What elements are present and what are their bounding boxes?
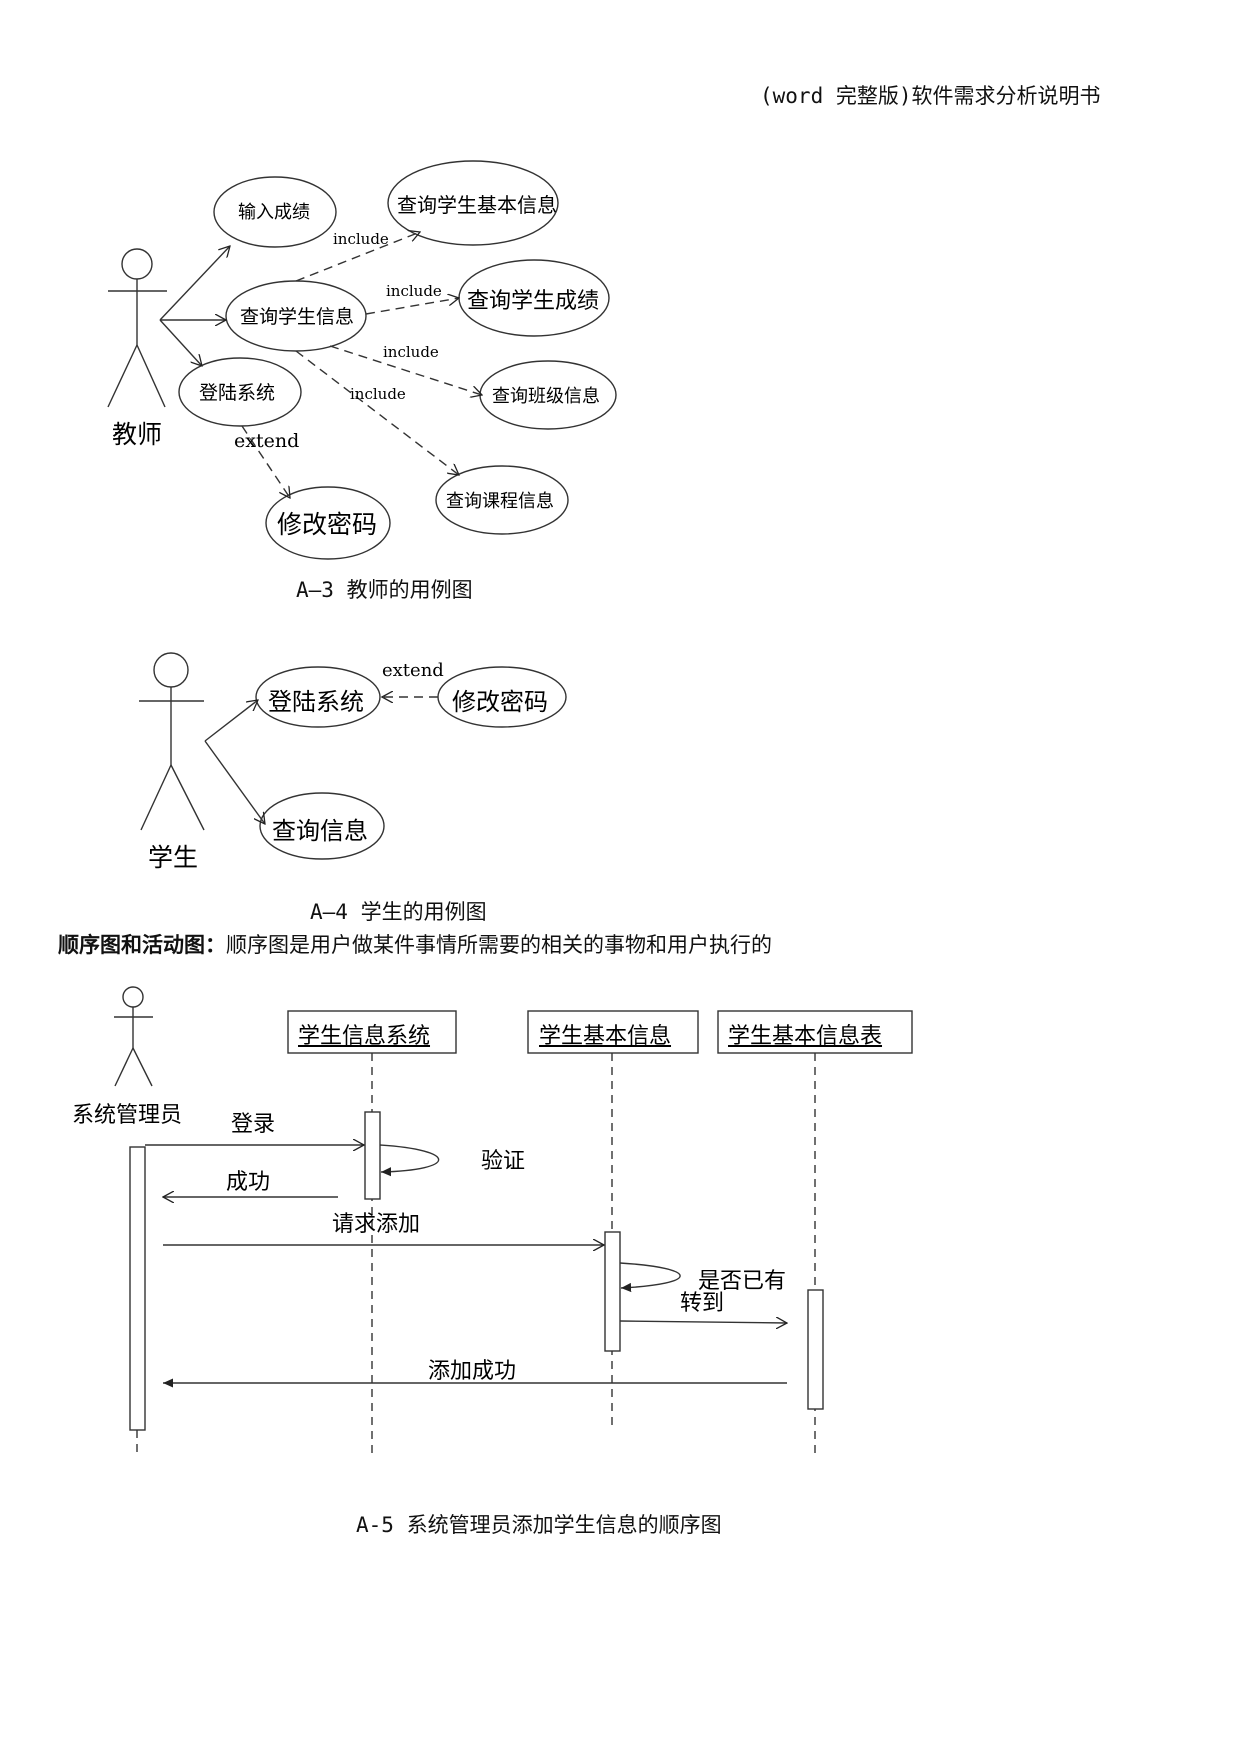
body-paragraph: 顺序图和活动图：顺序图是用户做某件事情所需要的相关的事物和用户执行的: [58, 929, 772, 959]
uc-login: [178, 357, 302, 427]
label-input-scores: 输入成绩: [238, 202, 310, 223]
activation-basic-info: [604, 1231, 621, 1352]
msg-goto-label: 转到: [680, 1291, 725, 1316]
label4-login: 登陆系统: [268, 688, 364, 716]
admin-actor-figure: [114, 986, 153, 1087]
label-change-password: 修改密码: [277, 510, 378, 539]
teacher-actor-label: 教师: [112, 420, 163, 449]
label4-change-password: 修改密码: [452, 688, 548, 716]
uc-input-scores: [213, 176, 337, 248]
uc4-login: [255, 666, 381, 728]
label-login: 登陆系统: [199, 382, 276, 404]
uc4-query-info: [259, 792, 385, 860]
obj-basic-info-box: [527, 1010, 699, 1054]
paragraph-text: 顺序图是用户做某件事情所需要的相关的事物和用户执行的: [226, 933, 772, 957]
activation-admin: [129, 1146, 146, 1431]
caption-a5: A-5 系统管理员添加学生信息的顺序图: [356, 1513, 722, 1537]
uc-query-basic-info: [387, 160, 559, 246]
include-label-2: include: [386, 282, 442, 300]
caption-a3: A—3 教师的用例图: [296, 578, 473, 602]
msg-success-label: 成功: [226, 1170, 271, 1195]
student-actor-label: 学生: [148, 843, 199, 872]
obj-system-label: 学生信息系统: [298, 1024, 431, 1049]
msg-login-label: 登录: [231, 1112, 276, 1137]
uc-query-course-info: [435, 465, 569, 535]
page-header: (word 完整版)软件需求分析说明书: [760, 84, 1101, 108]
label-query-scores: 查询学生成绩: [467, 289, 600, 314]
include-label-3: include: [383, 343, 439, 361]
msg-verify-label: 验证: [481, 1149, 526, 1174]
msg-add-success-label: 添加成功: [428, 1359, 517, 1384]
admin-actor-label: 系统管理员: [72, 1103, 183, 1128]
student-actor-figure: [139, 652, 205, 831]
obj-basic-info-table-label: 学生基本信息表: [728, 1024, 883, 1049]
label-query-basic-info: 查询学生基本信息: [397, 193, 557, 217]
activation-table: [807, 1289, 824, 1410]
extend-label-a4: extend: [382, 660, 444, 681]
obj-basic-info-label: 学生基本信息: [539, 1024, 672, 1049]
include-label-4: include: [350, 385, 406, 403]
label-query-course-info: 查询课程信息: [446, 491, 554, 512]
label-query-student-info: 查询学生信息: [240, 306, 355, 328]
label-query-class-info: 查询班级信息: [492, 386, 600, 407]
extend-label: extend: [234, 430, 300, 452]
msg-exists-check-label: 是否已有: [698, 1269, 787, 1294]
include-label-1: include: [333, 230, 389, 248]
label4-query-info: 查询信息: [272, 817, 368, 845]
activation-system: [364, 1111, 381, 1200]
paragraph-lead: 顺序图和活动图：: [58, 933, 226, 957]
uc-change-password: [265, 486, 391, 560]
teacher-actor-figure: [107, 248, 167, 408]
msg-request-add-label: 请求添加: [332, 1212, 421, 1237]
caption-a4: A—4 学生的用例图: [310, 900, 487, 924]
